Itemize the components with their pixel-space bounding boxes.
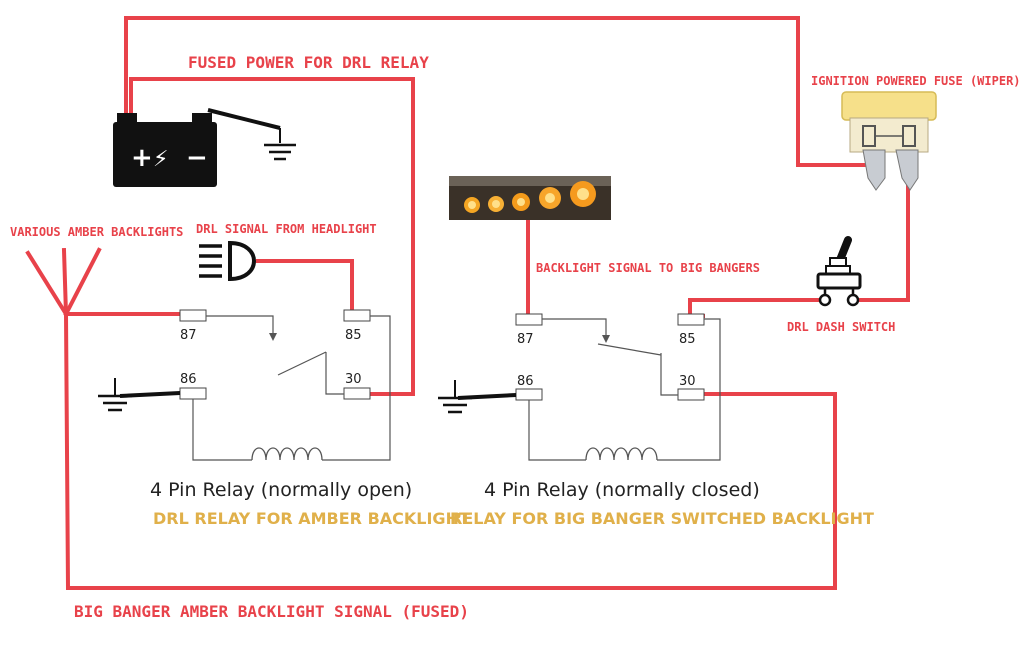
light-bar-photo xyxy=(449,176,611,220)
relay-right-pin-85 xyxy=(677,313,705,326)
wire-big-banger-signal xyxy=(63,311,837,590)
relay-left-pin-86 xyxy=(179,387,207,400)
label-ignition-fuse: IGNITION POWERED FUSE (WIPER) xyxy=(811,74,1021,88)
ground-icon xyxy=(264,143,296,161)
relay-left-label-86: 86 xyxy=(180,372,197,387)
fuse-icon xyxy=(841,91,937,191)
wire-amber-branch-b xyxy=(61,247,69,317)
coil-icon xyxy=(585,447,658,461)
relay-right-label-85: 85 xyxy=(679,332,696,347)
relay-left-pin-85 xyxy=(343,309,371,322)
relay-left-subtitle: DRL RELAY FOR AMBER BACKLIGHT xyxy=(153,509,470,528)
label-fused-power: FUSED POWER FOR DRL RELAY xyxy=(188,53,429,72)
wire-amber-branch-c xyxy=(63,247,102,317)
label-drl-dash-switch: DRL DASH SWITCH xyxy=(787,320,895,334)
wire-battery-to-ignition-fuse xyxy=(124,16,882,167)
relay-right-label-87: 87 xyxy=(517,332,534,347)
relay-right-pin-86 xyxy=(515,388,543,401)
wire-fused-power-drl xyxy=(129,77,415,396)
relay-right-pin-87 xyxy=(515,313,543,326)
relay-right-pin-30 xyxy=(677,388,705,401)
battery-minus: − xyxy=(186,143,208,173)
ground-icon xyxy=(98,378,132,412)
relay-right: 87 85 86 30 4 Pin Relay (normally closed… xyxy=(438,313,874,528)
relay-left-pin-87 xyxy=(179,309,207,322)
headlight-icon xyxy=(199,240,256,282)
relay-right-title: 4 Pin Relay (normally closed) xyxy=(484,479,760,501)
label-drl-signal: DRL SIGNAL FROM HEADLIGHT xyxy=(196,222,377,236)
relay-right-label-86: 86 xyxy=(517,374,534,389)
relay-left-label-87: 87 xyxy=(180,328,197,343)
label-backlight-signal: BACKLIGHT SIGNAL TO BIG BANGERS xyxy=(536,261,760,275)
label-various-amber: VARIOUS AMBER BACKLIGHTS xyxy=(10,225,183,239)
label-big-banger-signal: BIG BANGER AMBER BACKLIGHT SIGNAL (FUSED… xyxy=(74,602,469,621)
wire-dash-switch-to-relay-85 xyxy=(688,298,822,318)
battery-icon: + ⚡ − xyxy=(113,108,281,187)
red-wires xyxy=(25,16,910,590)
coil-icon xyxy=(251,447,323,461)
toggle-switch-icon xyxy=(816,236,862,307)
wire-fuse-to-dash-switch xyxy=(856,166,910,302)
battery-plus: + xyxy=(131,143,153,173)
wire-drl-signal xyxy=(256,259,354,318)
relay-left-label-85: 85 xyxy=(345,328,362,343)
wire-amber-branch-a xyxy=(25,250,69,317)
relay-right-subtitle: RELAY FOR BIG BANGER SWITCHED BACKLIGHT xyxy=(450,509,874,528)
relay-left-label-30: 30 xyxy=(345,372,362,387)
ground-icon xyxy=(438,380,472,414)
battery-bolt: ⚡ xyxy=(153,147,168,172)
relay-left: 87 85 86 30 4 Pin Relay (normally open) … xyxy=(98,309,470,528)
relay-left-pin-30 xyxy=(343,387,371,400)
relay-right-label-30: 30 xyxy=(679,374,696,389)
relay-left-title: 4 Pin Relay (normally open) xyxy=(150,479,412,501)
